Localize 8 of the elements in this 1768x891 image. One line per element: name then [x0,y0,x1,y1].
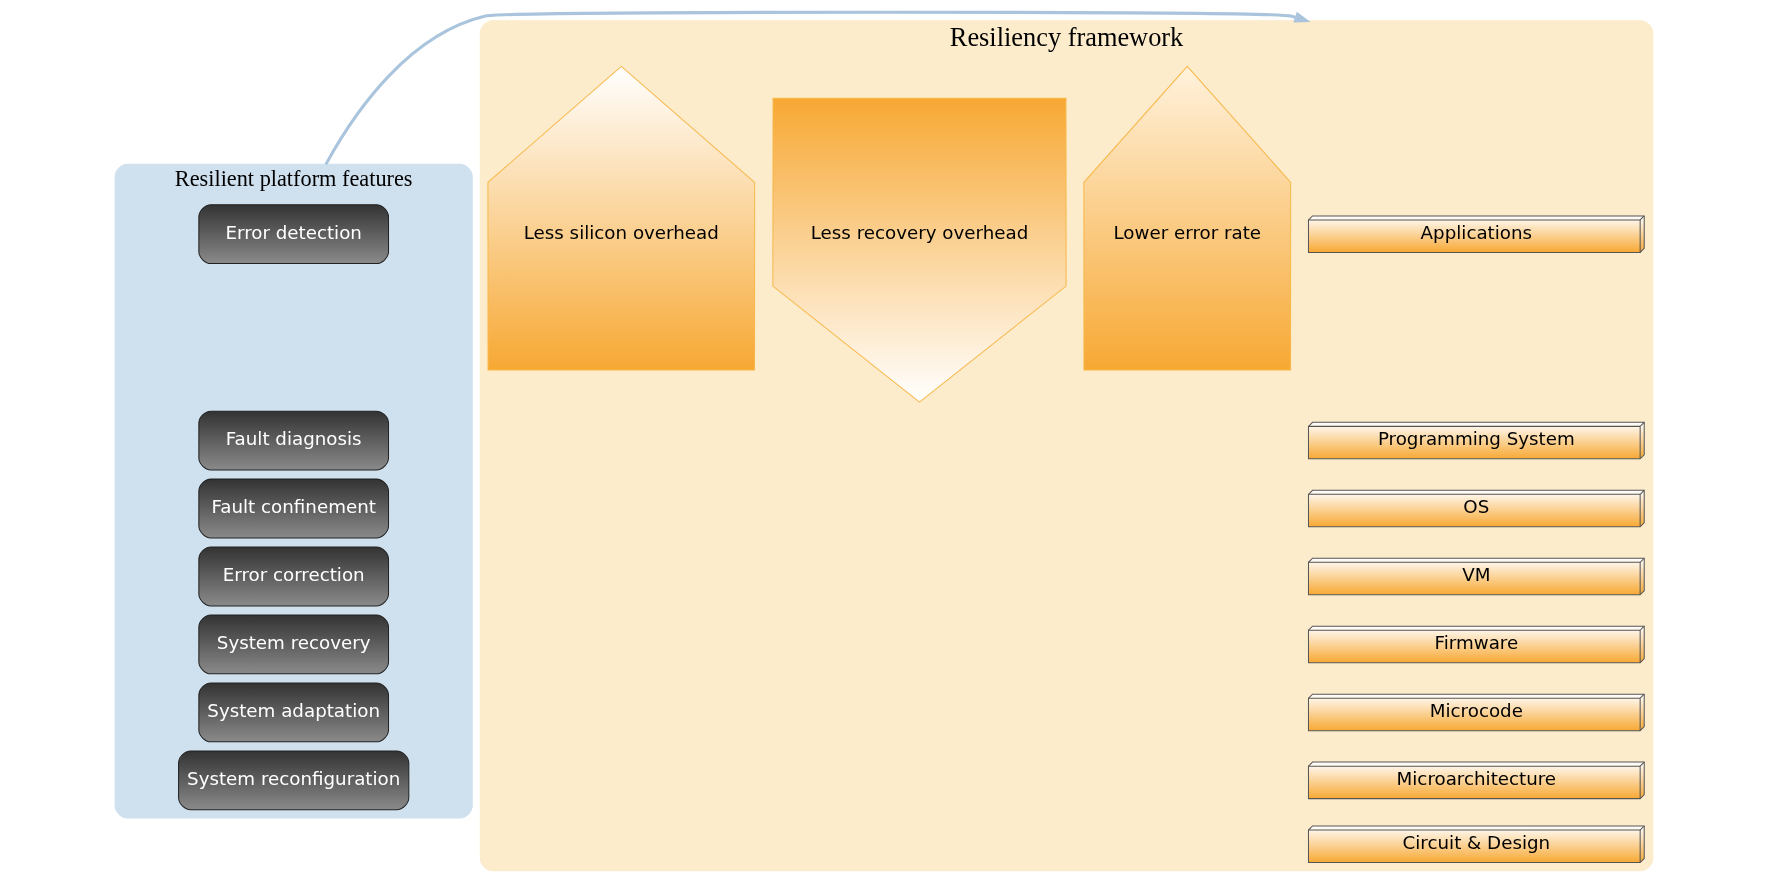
node-box: Fault confinement [198,478,390,539]
arrow [324,10,1311,165]
node-box: System adaptation [198,682,390,743]
node-box: System recovery [198,614,390,675]
node-box: Fault diagnosis [198,410,390,471]
node-box: Error correction [198,546,390,607]
node-box: Error detection [198,204,390,265]
node-box: System reconfiguration [178,750,410,811]
